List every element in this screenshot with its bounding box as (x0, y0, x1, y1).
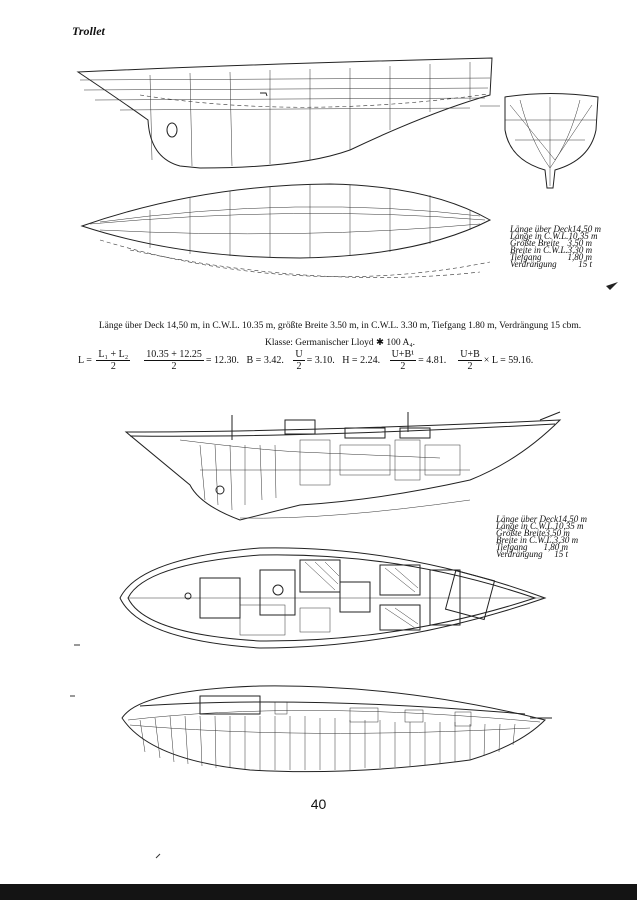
frame-lines (199, 444, 277, 511)
page-number: 40 (310, 796, 327, 812)
station-lines (149, 62, 471, 167)
hatched-berths (304, 561, 419, 629)
spec-row: Breite in C.W.L.3,30 m (510, 245, 593, 255)
spec-row: Länge in C.W.L.10,35 m (510, 231, 598, 241)
spec-row: Breite in C.W.L.3,30 m (496, 535, 579, 545)
bottom-scan-edge (0, 884, 637, 900)
klasse-caption: Klasse: Germanischer Lloyd ✱ 100 A₄. (264, 338, 416, 348)
spec-row: Länge in C.W.L.10,35 m (496, 521, 584, 531)
waterline-stations (149, 185, 471, 258)
frame-ribs (139, 715, 516, 770)
page-title: Trollet (72, 24, 105, 38)
dimensions-caption: Länge über Deck 14,50 m, in C.W.L. 10.35… (98, 321, 582, 331)
